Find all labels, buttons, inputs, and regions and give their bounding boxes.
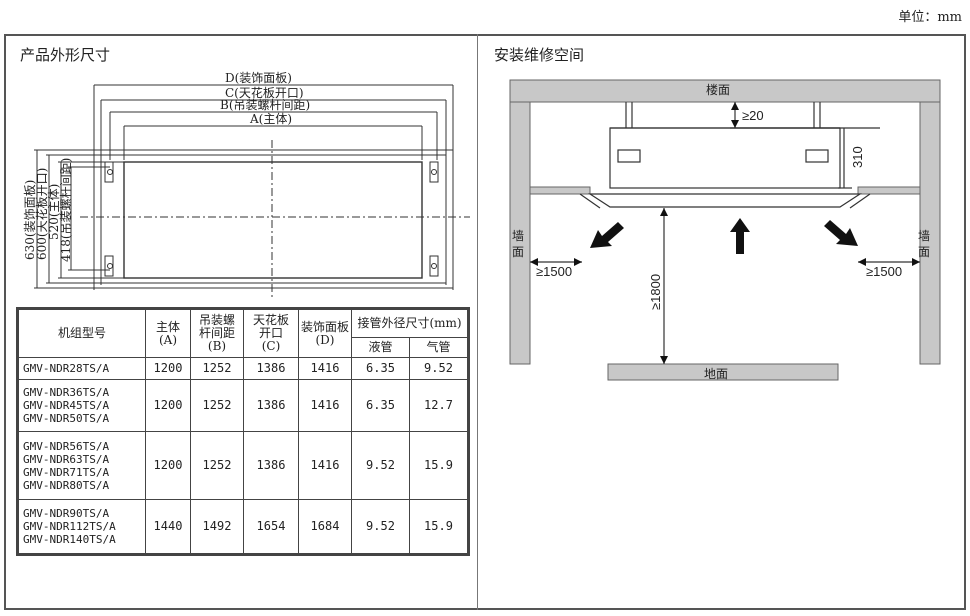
header-pipe: 接管外径尺寸(mm)	[351, 309, 468, 338]
floor-clearance-label: ≥1800	[648, 274, 663, 310]
floor-top-label: 楼面	[706, 82, 730, 97]
height-unit-label: 310	[850, 146, 865, 168]
dim-418-label: 418(吊装螺杆间距)	[59, 158, 73, 262]
dim-630-label: 630(装饰面板)	[23, 180, 37, 260]
dim-c-label: C(天花板开口)	[225, 85, 304, 100]
wall-right-label-1: 墙	[918, 229, 930, 243]
wall-right-label-2: 面	[918, 245, 930, 259]
header-model: 机组型号	[18, 309, 146, 358]
floor-bottom-label: 地面	[704, 367, 728, 381]
unit-label: 单位：mm	[898, 10, 962, 25]
dim-d-label: D(装饰面板)	[225, 71, 292, 85]
side-left-label: ≥1500	[536, 264, 572, 279]
side-right-label: ≥1500	[866, 264, 902, 279]
header-d: 装饰面板(D)	[298, 309, 352, 358]
dim-600-label: 600(天花板开口)	[34, 168, 49, 260]
panel-divider	[477, 34, 478, 610]
gap-top-label: ≥20	[742, 108, 764, 123]
dim-a-label: A(主体)	[249, 112, 292, 126]
dim-b-label: B(吊装螺杆间距)	[220, 98, 310, 112]
spec-table: 机组型号 主体(A) 吊装螺杆间距(B) 天花板开口(C) 装饰面板(D) 接管…	[16, 307, 470, 556]
content-frame	[4, 34, 966, 610]
header-c: 天花板开口(C)	[243, 309, 299, 358]
right-panel-title: 安装维修空间	[494, 46, 585, 64]
wall-left-label-1: 墙	[512, 229, 524, 243]
left-panel-title: 产品外形尺寸	[20, 46, 111, 64]
header-b: 吊装螺杆间距(B)	[190, 309, 244, 358]
dim-520-label: 520(主体)	[47, 184, 61, 240]
wall-left-label-2: 面	[512, 245, 524, 259]
